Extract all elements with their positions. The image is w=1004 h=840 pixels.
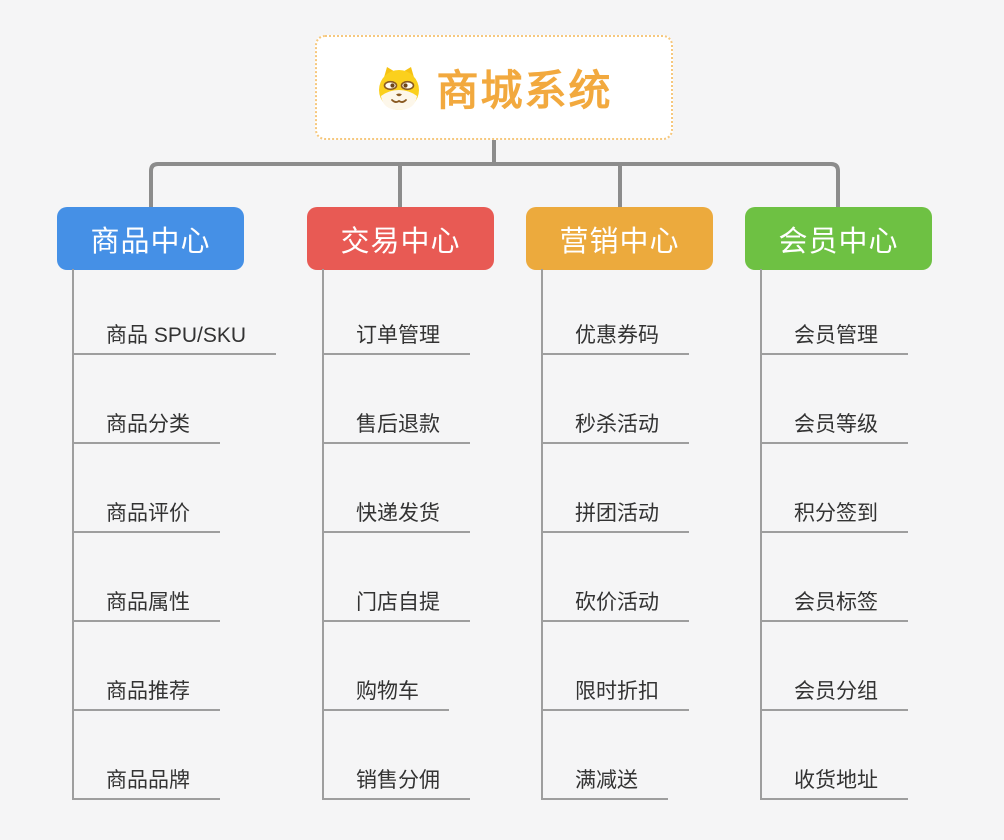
leaf-node[interactable]: 秒杀活动 bbox=[541, 412, 689, 444]
branch-node-trade-center[interactable]: 交易中心 bbox=[307, 207, 494, 270]
branch-node-product-center[interactable]: 商品中心 bbox=[57, 207, 244, 270]
leaf-node[interactable]: 积分签到 bbox=[760, 501, 908, 533]
column-spine-line bbox=[541, 269, 543, 800]
column-spine-line bbox=[760, 269, 762, 800]
branch-label: 会员中心 bbox=[778, 225, 899, 258]
branch-rail-line bbox=[149, 162, 840, 208]
leaf-node[interactable]: 商品 SPU/SKU bbox=[72, 323, 277, 355]
branch-node-member-center[interactable]: 会员中心 bbox=[745, 207, 932, 270]
leaf-node[interactable]: 砍价活动 bbox=[541, 590, 689, 622]
leaf-node[interactable]: 商品属性 bbox=[72, 590, 220, 622]
leaf-node[interactable]: 会员等级 bbox=[760, 412, 908, 444]
leaf-node[interactable]: 会员标签 bbox=[760, 590, 908, 622]
leaf-node[interactable]: 限时折扣 bbox=[541, 679, 689, 711]
leaf-node[interactable]: 售后退款 bbox=[322, 412, 470, 444]
branch-label: 商品中心 bbox=[90, 225, 211, 258]
leaf-node[interactable]: 订单管理 bbox=[322, 323, 470, 355]
root-node[interactable]: 商城系统 bbox=[315, 35, 673, 140]
root-node-title: 商城系统 bbox=[436, 67, 613, 114]
leaf-node[interactable]: 商品评价 bbox=[72, 501, 220, 533]
leaf-node[interactable]: 门店自提 bbox=[322, 590, 470, 622]
leaf-node[interactable]: 拼团活动 bbox=[541, 501, 689, 533]
column-spine-line bbox=[322, 269, 324, 800]
branch-node-marketing-center[interactable]: 营销中心 bbox=[526, 207, 713, 270]
leaf-node[interactable]: 销售分佣 bbox=[322, 768, 470, 800]
leaf-node[interactable]: 商品分类 bbox=[72, 412, 220, 444]
branch-label: 交易中心 bbox=[340, 225, 461, 258]
leaf-node[interactable]: 商品推荐 bbox=[72, 679, 220, 711]
column-spine-line bbox=[72, 269, 74, 800]
leaf-node[interactable]: 会员分组 bbox=[760, 679, 908, 711]
leaf-node[interactable]: 会员管理 bbox=[760, 323, 908, 355]
leaf-node[interactable]: 商品品牌 bbox=[72, 768, 220, 800]
branch-label: 营销中心 bbox=[559, 225, 680, 258]
leaf-node[interactable]: 购物车 bbox=[322, 679, 449, 711]
leaf-node[interactable]: 收货地址 bbox=[760, 768, 908, 800]
leaf-node[interactable]: 优惠券码 bbox=[541, 323, 689, 355]
leaf-node[interactable]: 满减送 bbox=[541, 768, 668, 800]
dog-mascot-icon bbox=[379, 66, 420, 110]
leaf-node[interactable]: 快递发货 bbox=[322, 501, 470, 533]
